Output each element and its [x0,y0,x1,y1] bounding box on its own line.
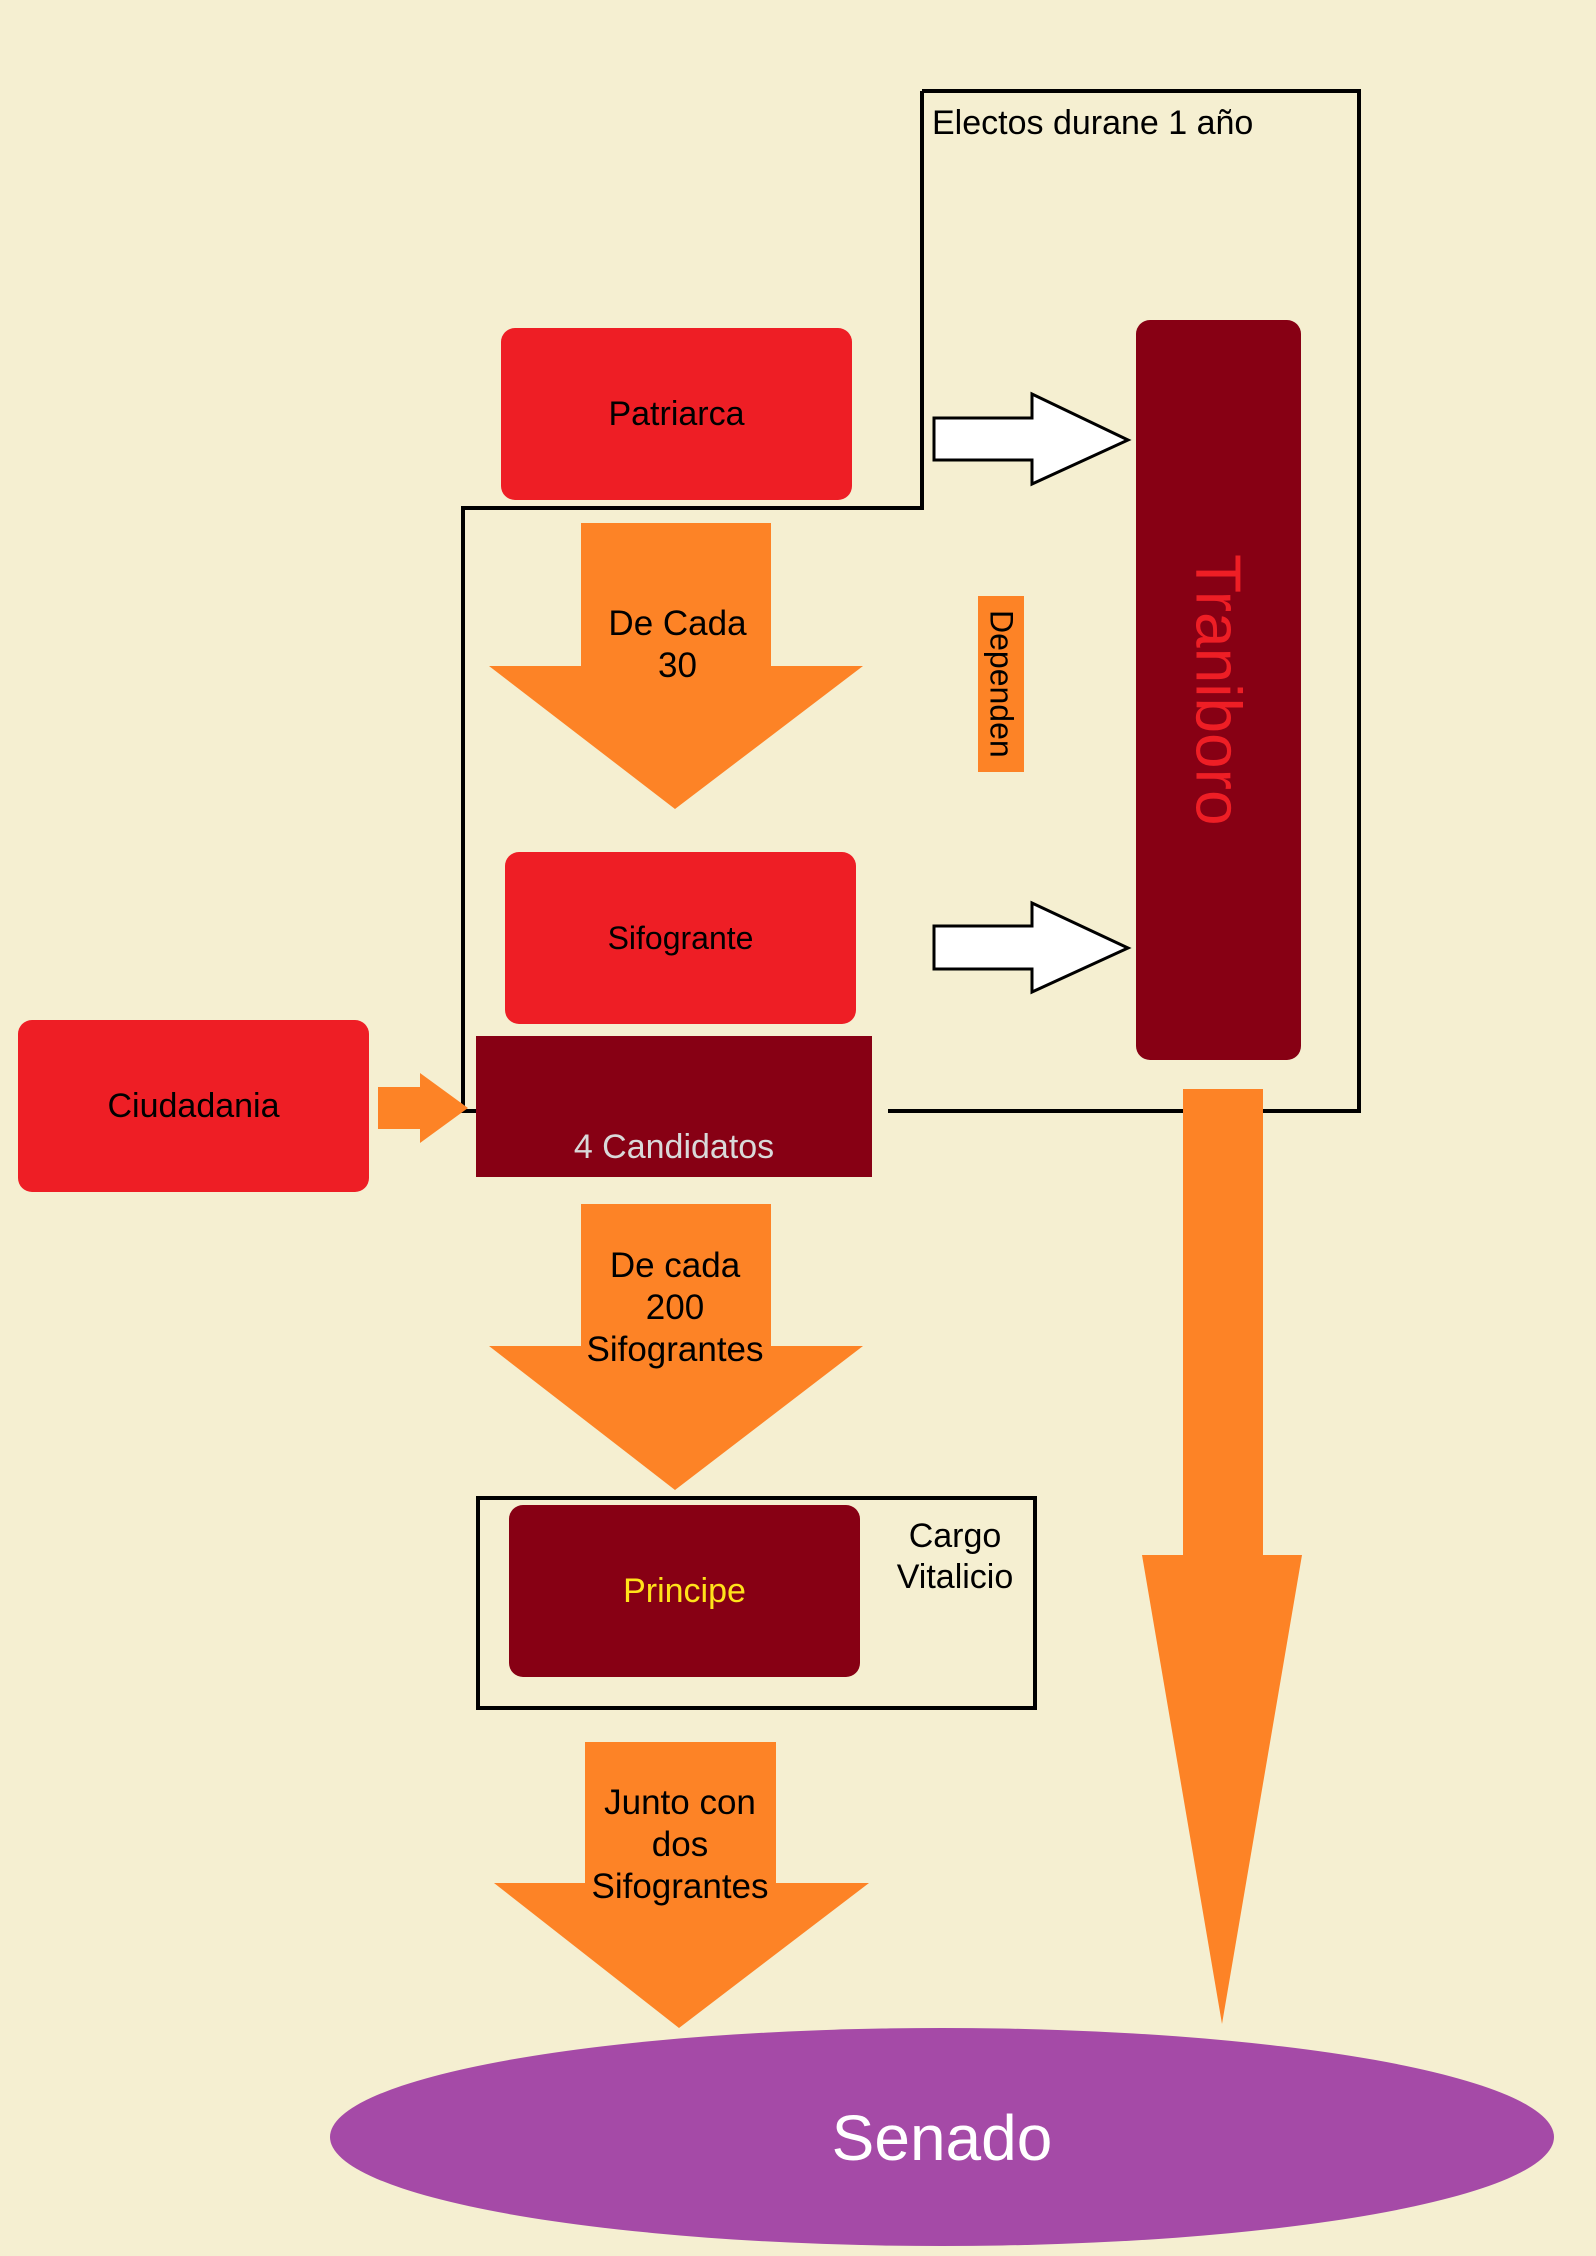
arrow-junto-con [494,1742,869,2028]
arrow-de-cada-30 [489,523,863,809]
arrow-ciudadania-candidatos [378,1073,468,1143]
dependen-label: Dependen [983,610,1020,758]
arrow-patriarca-traniboro [932,391,1132,487]
sifogrante-label: Sifogrante [607,919,754,956]
junto-con-label-wrap: Junto con dos Sifograntes [560,1780,800,1910]
electos-outline [888,89,1361,1113]
arrow-de-cada-200 [489,1204,863,1490]
principe-box: Principe [509,1505,860,1677]
candidatos-label: 4 Candidatos [573,1128,775,1166]
principe-label: Principe [623,1571,746,1610]
electos-outline-left [461,91,924,1113]
traniboro-box: Traniboro [1136,320,1301,1060]
dependen-badge: Dependen [978,596,1024,772]
cargo-label-wrap: Cargo Vitalicio [880,1512,1030,1602]
patriarca-box: Patriarca [501,328,852,500]
arrow-traniboro-senado [1142,1089,1302,2024]
candidatos-panel: 4 Candidatos [476,1036,872,1177]
electos-label-wrap: Electos durane 1 año [932,98,1352,148]
de-cada-200-label: De cada 200 Sifograntes [586,1246,764,1369]
ciudadania-box: Ciudadania [18,1020,369,1192]
de-cada-30-label: De Cada 30 [608,604,747,685]
ciudadania-label: Ciudadania [107,1086,280,1125]
principe-outline [476,1496,1037,1710]
de-cada-30-label-wrap: De Cada 30 [560,600,795,690]
de-cada-200-label-wrap: De cada 200 Sifograntes [555,1243,795,1373]
senado-label: Senado [831,2102,1053,2174]
arrow-sifogrante-traniboro [932,900,1132,995]
sifogrante-box: Sifogrante [505,852,856,1024]
cargo-label: Cargo Vitalicio [896,1517,1014,1596]
senado-label-wrap: Senado [642,2090,1242,2186]
electos-label: Electos durane 1 año [932,103,1254,142]
traniboro-label: Traniboro [1182,554,1255,826]
junto-con-label: Junto con dos Sifograntes [591,1783,769,1906]
patriarca-label: Patriarca [608,394,745,433]
senado-ellipse [330,2028,1554,2246]
